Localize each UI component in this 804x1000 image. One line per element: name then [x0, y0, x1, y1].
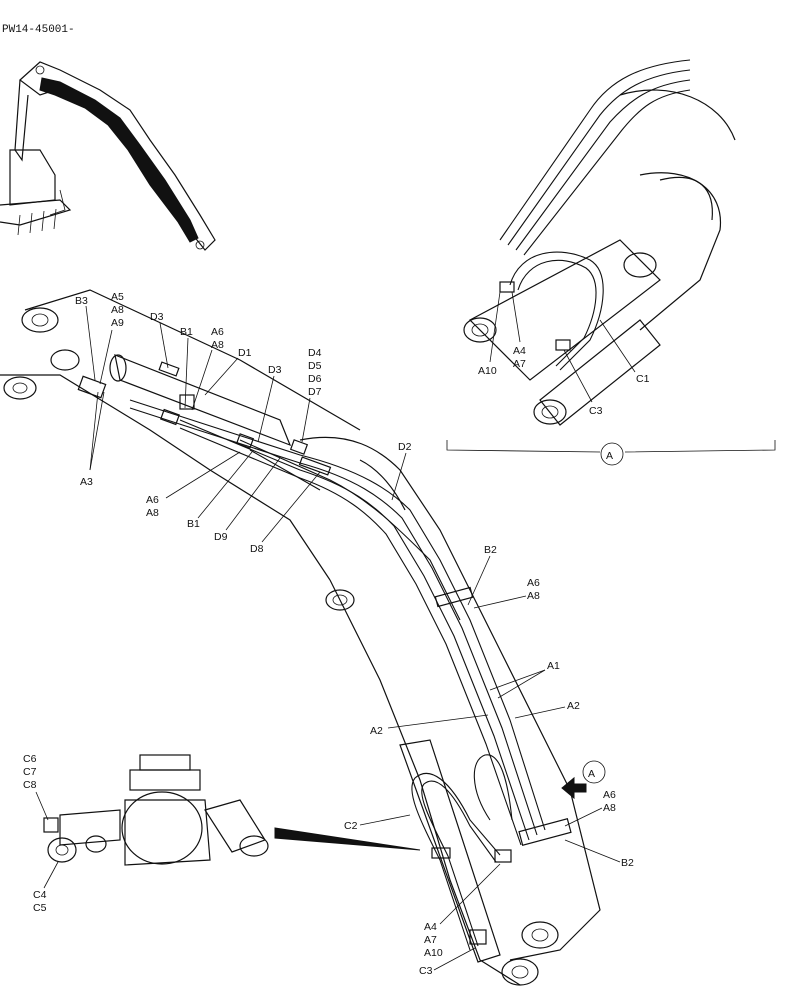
part-callout-label: A2 [370, 725, 383, 737]
part-callout-label: A5 [111, 291, 124, 303]
inset-pointer-wedge [274, 827, 421, 851]
detail-a-view [446, 59, 776, 466]
part-callout-label: A8 [603, 802, 616, 814]
part-callout-label: A4 [424, 921, 437, 933]
part-callout-label: C8 [23, 779, 37, 791]
part-callout-label: D1 [238, 347, 252, 359]
part-callout-label: A6 [146, 494, 159, 506]
part-callout-label: B2 [484, 544, 497, 556]
part-callout-label: A3 [80, 476, 93, 488]
part-callout-label: D7 [308, 386, 322, 398]
part-callout-label: A4 [513, 345, 526, 357]
part-callout-label: A7 [424, 934, 437, 946]
part-callout-label: B1 [187, 518, 200, 530]
part-callout-label: C5 [33, 902, 47, 914]
part-callout-label: D8 [250, 543, 264, 555]
part-callout-label: D3 [268, 364, 282, 376]
part-callout-label: A7 [513, 358, 526, 370]
detail-a-marker: A [606, 450, 613, 462]
part-callout-label: C2 [344, 820, 358, 832]
part-callout-label: B1 [180, 326, 193, 338]
detail-a-arrow-marker: A [588, 768, 595, 780]
boom-hose-bundle [77, 361, 572, 846]
part-callout-label: D6 [308, 373, 322, 385]
part-callout-label: A9 [111, 317, 124, 329]
part-callout-label: A10 [424, 947, 443, 959]
part-callout-label: D5 [308, 360, 322, 372]
overview-excavator-illustration [0, 61, 216, 251]
part-callout-label: C6 [23, 753, 37, 765]
part-callout-label: A2 [567, 700, 580, 712]
part-callout-label: C3 [419, 965, 433, 977]
drawing-reference: PW14-45001- [2, 24, 75, 36]
part-callout-label: A6 [527, 577, 540, 589]
part-callout-label: C4 [33, 889, 47, 901]
part-callout-label: B2 [621, 857, 634, 869]
detail-a-labels: A10 A4 A7 C1 C3 [478, 291, 650, 417]
part-callout-label: A6 [603, 789, 616, 801]
part-callout-label: D9 [214, 531, 228, 543]
part-callout-label: A6 [211, 326, 224, 338]
part-callout-label: A10 [478, 365, 497, 377]
swivel-inset-illustration [43, 754, 269, 866]
part-callout-label: A8 [111, 304, 124, 316]
part-callout-label: A1 [547, 660, 560, 672]
part-callout-label: A8 [211, 339, 224, 351]
part-callouts: B3 A5 A8 A9 A3 D3 B1 A6 A8 D1 D3 D4 D5 D… [23, 291, 634, 977]
part-callout-label: C7 [23, 766, 37, 778]
arrow-to-detail-a [561, 776, 587, 800]
part-callout-label: A8 [527, 590, 540, 602]
part-callout-label: D4 [308, 347, 322, 359]
part-callout-label: D3 [150, 311, 164, 323]
part-callout-label: B3 [75, 295, 88, 307]
main-boom-assembly [0, 289, 601, 986]
part-callout-label: C3 [589, 405, 603, 417]
part-callout-label: D2 [398, 441, 412, 453]
part-callout-label: C1 [636, 373, 650, 385]
part-callout-label: A8 [146, 507, 159, 519]
